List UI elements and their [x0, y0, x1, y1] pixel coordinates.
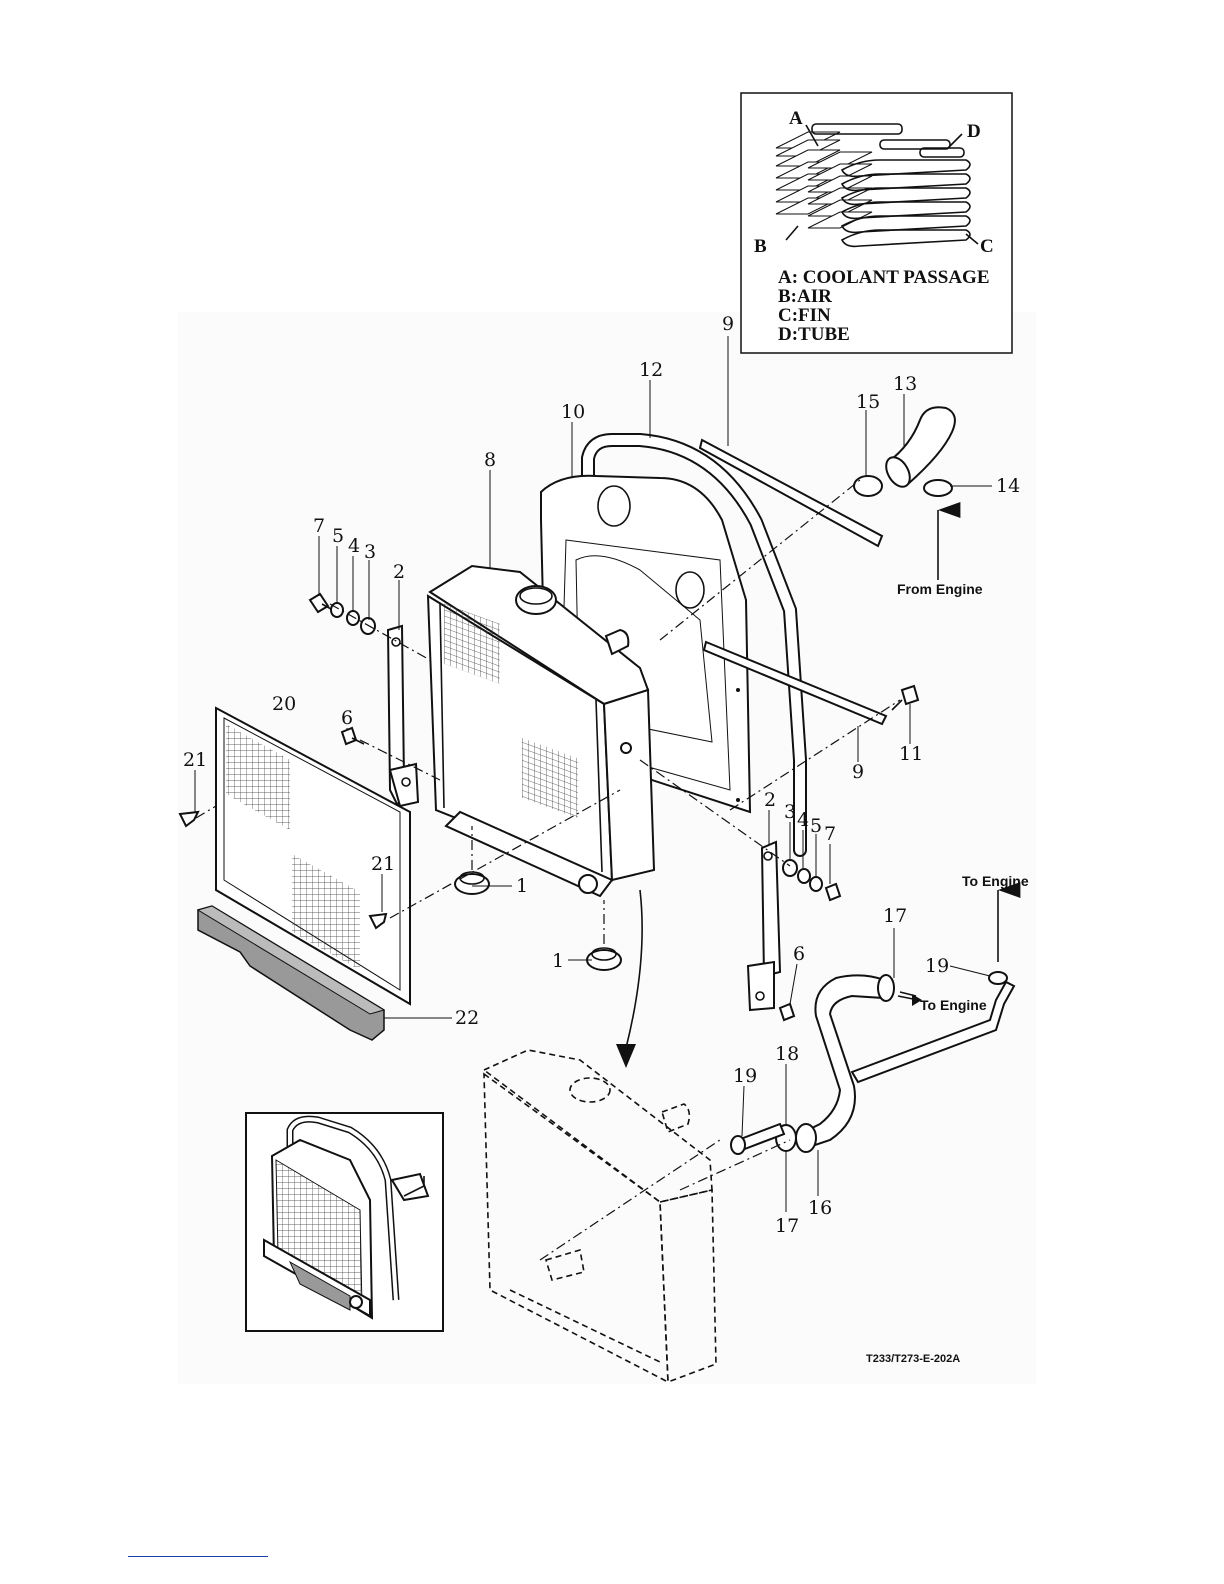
callout-9-top: 9: [722, 313, 734, 335]
label-to-engine-top: To Engine: [962, 873, 1029, 889]
callout-2-left: 2: [393, 561, 405, 583]
callout-13: 13: [893, 373, 917, 395]
callout-14: 14: [996, 475, 1020, 497]
callout-17-lower: 17: [775, 1215, 799, 1237]
callout-16: 16: [808, 1197, 832, 1219]
callout-3-left: 3: [364, 541, 376, 563]
callout-4-left: 4: [348, 535, 360, 557]
callout-5-left: 5: [332, 525, 344, 547]
inset-letter-b: B: [754, 236, 767, 257]
figure-code: T233/T273-E-202A: [866, 1353, 960, 1365]
legend-line-b: B:AIR: [778, 286, 832, 307]
callout-5-right: 5: [810, 815, 822, 837]
cross-section-inset: A D B C A: COOLANT PASSAGE B:AIR C:FIN D…: [741, 93, 1012, 353]
callout-3-right: 3: [784, 801, 796, 823]
callout-19-upper: 19: [925, 955, 949, 977]
callout-7-left: 7: [313, 515, 325, 537]
legend-line-a: A: COOLANT PASSAGE: [778, 267, 990, 288]
callout-9-bottom: 9: [852, 761, 864, 783]
inset-letter-a: A: [789, 108, 803, 129]
callout-20: 20: [272, 693, 296, 715]
callout-8: 8: [484, 449, 496, 471]
assembled-view-inset: [246, 1113, 443, 1331]
callout-21-right: 21: [371, 853, 395, 875]
callout-6-left: 6: [341, 707, 353, 729]
callout-11: 11: [899, 743, 923, 765]
inset-letter-d: D: [967, 121, 981, 142]
callout-1-lower: 1: [552, 950, 564, 972]
callout-7-right: 7: [824, 823, 836, 845]
callout-19-lower: 19: [733, 1065, 757, 1087]
callout-12: 12: [639, 359, 663, 381]
label-to-engine-side: To Engine: [920, 997, 987, 1013]
callout-15: 15: [856, 391, 880, 413]
legend-line-c: C:FIN: [778, 305, 831, 326]
callout-10: 10: [561, 401, 585, 423]
legend-line-d: D:TUBE: [778, 324, 850, 345]
callout-6-right: 6: [793, 943, 805, 965]
callout-2-right: 2: [764, 789, 776, 811]
callout-1-upper: 1: [516, 875, 528, 897]
callout-4-right: 4: [797, 809, 809, 831]
callout-17-upper: 17: [883, 905, 907, 927]
inset-letter-c: C: [980, 236, 994, 257]
callout-21-left: 21: [183, 749, 207, 771]
label-from-engine: From Engine: [897, 581, 983, 597]
callout-22: 22: [455, 1007, 479, 1029]
footnote-rule: [128, 1556, 268, 1557]
callout-18: 18: [775, 1043, 799, 1065]
